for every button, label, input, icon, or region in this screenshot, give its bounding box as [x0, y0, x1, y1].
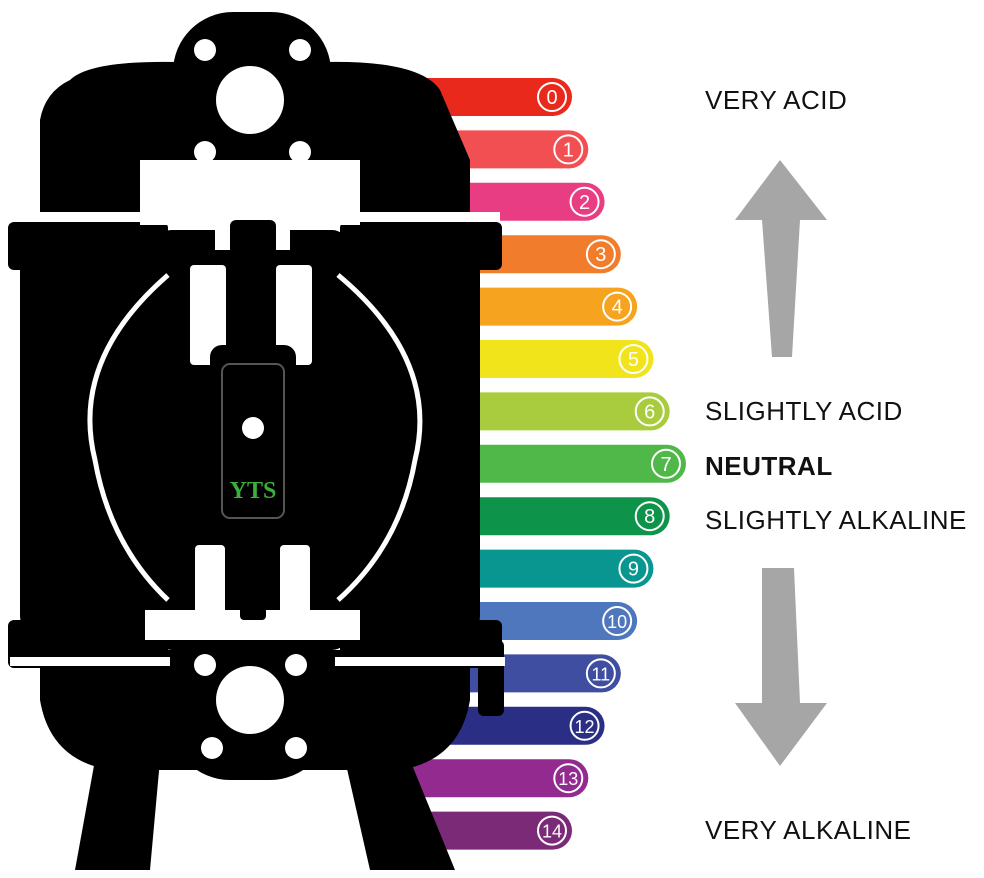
ph-value-label: 5	[628, 349, 639, 371]
label-neutral: NEUTRAL	[705, 451, 833, 481]
ph-value-ring	[651, 448, 681, 479]
ph-value-ring	[618, 344, 649, 374]
ph-value-label: 0	[546, 87, 557, 109]
ph-value-label: 3	[595, 244, 606, 266]
ph-value-ring	[618, 553, 649, 584]
ph-value-ring	[602, 291, 633, 322]
ph-value-ring	[553, 134, 584, 165]
ph-value-ring	[553, 763, 584, 794]
ph-bar-fill	[405, 759, 589, 798]
ph-value-ring	[537, 815, 567, 846]
ph-value-ring	[602, 606, 633, 636]
ph-value-label: 6	[644, 401, 655, 423]
ph-value-ring	[569, 710, 600, 741]
ph-value-label: 7	[660, 454, 671, 476]
ph-value-label: 1	[563, 139, 574, 161]
label-very-acid: VERY ACID	[705, 85, 848, 115]
ph-bar-14: 14	[405, 811, 572, 850]
ph-value-ring	[634, 396, 665, 427]
label-slightly-alkaline: SLIGHTLY ALKALINE	[705, 505, 967, 535]
ph-value-ring	[537, 82, 567, 112]
ph-value-label: 11	[592, 664, 611, 684]
ph-value-label: 9	[628, 559, 639, 581]
ph-value-label: 12	[575, 717, 595, 737]
ph-value-label: 10	[607, 612, 627, 632]
ph-value-label: 4	[612, 297, 623, 319]
ph-bar-13: 13	[405, 759, 589, 798]
ph-value-ring	[634, 501, 665, 532]
ph-value-label: 13	[558, 769, 578, 789]
ph-value-label: 14	[542, 822, 562, 842]
ph-value-ring	[569, 186, 600, 217]
ph-value-label: 2	[579, 192, 590, 214]
label-slightly-acid: SLIGHTLY ACID	[705, 396, 903, 426]
ph-value-ring	[585, 658, 616, 689]
label-very-alkaline: VERY ALKALINE	[705, 815, 912, 845]
arrow-up-icon	[735, 160, 827, 357]
ph-value-ring	[585, 239, 616, 270]
arrow-down-icon	[735, 568, 827, 766]
pump-logo: YTS	[230, 478, 277, 504]
ph-value-label: 8	[644, 506, 655, 528]
ph-bar-fill	[405, 811, 572, 850]
